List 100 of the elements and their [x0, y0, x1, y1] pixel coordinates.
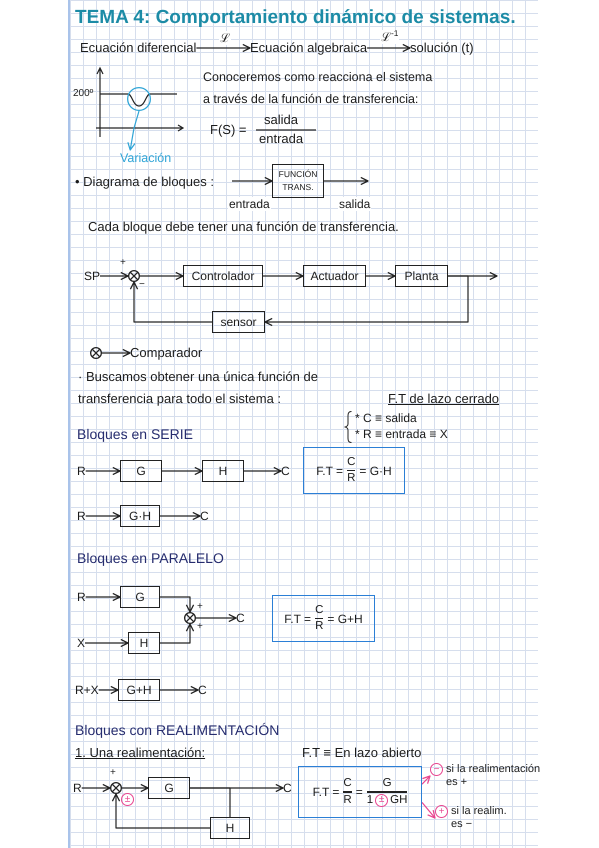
formula-text: F.T =: [312, 785, 340, 799]
formula-text: = G+H: [327, 612, 363, 626]
sign-label: −: [139, 279, 145, 290]
sign-label: +: [120, 257, 126, 268]
transfer-block: G: [148, 777, 190, 799]
formula-text: R: [343, 794, 352, 807]
arrow: [140, 272, 184, 280]
formula-text: =: [356, 785, 363, 799]
section-heading: Bloques en PARALELO: [77, 550, 224, 566]
signal-label: C: [198, 682, 207, 698]
arrow: [86, 592, 121, 602]
arrow: [130, 281, 212, 323]
arrow: [196, 44, 251, 52]
signal-label: C: [283, 780, 292, 796]
note-text: si la realim. es −: [451, 805, 508, 831]
bullet-text: • Diagrama de bloques :: [75, 174, 214, 190]
section-heading: Bloques con REALIMENTACIÓN: [75, 722, 280, 738]
transfer-block: H: [128, 632, 160, 654]
paragraph: Conoceremos como reacciona el sistema a través de la función de transferencia:: [203, 69, 434, 108]
signal-label: R: [73, 780, 82, 796]
equation-text: Ecuación diferencial: [80, 40, 196, 56]
edge-label: ℒ$^{-1}$: [380, 30, 400, 44]
arrow: [324, 176, 369, 186]
formula-text: 1: [366, 794, 374, 807]
transfer-block: H: [210, 817, 250, 839]
section-heading: Bloques en SERIE: [77, 426, 193, 442]
signal-label: R: [77, 463, 86, 479]
arrow: [85, 638, 129, 648]
circled-sign: +: [435, 805, 448, 818]
signal-label: R+X: [75, 682, 99, 698]
comparator-icon: [128, 270, 140, 282]
formula-box: [272, 595, 375, 642]
arrow: [160, 512, 201, 520]
formula-text: C: [343, 777, 352, 790]
transfer-function-block: FUNCIÓN TRANS.: [272, 164, 324, 198]
underlined-text: F.T de lazo cerrado: [388, 390, 500, 408]
edge-label: entrada: [228, 197, 271, 211]
formula-text: salida: [264, 112, 298, 128]
highlight-ring-icon: [127, 87, 151, 111]
formula-text: R: [315, 620, 324, 634]
equation-text: solución (t): [410, 40, 474, 56]
sign-label: +: [110, 767, 116, 778]
arrow: [102, 348, 131, 358]
signal-label: SP: [84, 268, 100, 284]
arrow: [367, 44, 411, 52]
arrow: [160, 596, 194, 613]
circled-sign: ±: [375, 794, 388, 807]
plant-block: Planta: [395, 265, 448, 287]
formula-box: [303, 447, 405, 494]
formula-text: entrada: [259, 131, 304, 147]
summing-junction-icon: [184, 612, 196, 624]
formula-text: C: [315, 604, 324, 617]
definition-text: * C ≡ salida: [355, 411, 417, 426]
axis-tick-label: 200º: [73, 87, 94, 101]
note-text: si la realimentación es +: [446, 763, 542, 789]
formula-text: R: [347, 472, 356, 486]
arrow: [422, 802, 436, 819]
arrow: [127, 110, 140, 151]
circled-sign: −: [430, 763, 443, 776]
signal-label: X: [77, 635, 86, 651]
formula-text: GH: [390, 794, 408, 807]
transfer-block: G·H: [120, 505, 160, 527]
arrow: [122, 784, 149, 792]
transfer-block: G+H: [118, 679, 160, 701]
signal-label: C: [200, 508, 209, 524]
note-text: F.T ≡ En lazo abierto: [302, 745, 422, 761]
subheading: 1. Una realimentación:: [75, 745, 206, 761]
formula-text: F.T =: [316, 464, 344, 478]
arrow: [422, 775, 431, 785]
arrow: [82, 784, 111, 792]
term-label: Comparador: [130, 345, 202, 361]
edge-label: salida: [338, 197, 372, 211]
comparator-icon: [90, 347, 102, 359]
arrow: [232, 176, 273, 186]
formula-box: [298, 766, 422, 818]
transfer-block: G: [120, 586, 160, 608]
arrow: [196, 614, 237, 622]
circled-sign: ±: [121, 793, 134, 806]
arrow: [366, 272, 396, 280]
arrow: [263, 272, 304, 280]
controller-block: Controlador: [183, 265, 263, 287]
arrow: [160, 686, 199, 694]
formula-text: F(S) =: [210, 122, 246, 138]
definition-text: * R ≡ entrada ≡ X: [355, 427, 448, 442]
arrow: [264, 275, 469, 326]
paragraph: Cada bloque debe tener una función de transferencia.: [88, 219, 399, 235]
formula-text: = G·H: [359, 464, 392, 478]
actuator-block: Actuador: [303, 265, 366, 287]
sign-label: +: [197, 601, 203, 612]
arrow: [160, 623, 194, 644]
formula-text: G: [382, 777, 392, 790]
sensor-block: sensor: [212, 311, 265, 333]
equation-text: Ecuación algebraica: [250, 40, 368, 56]
edge-label: ℒ: [219, 31, 231, 45]
connector-line: [190, 787, 231, 817]
arrow: [112, 793, 210, 829]
arrow: [244, 466, 282, 476]
arrow: [86, 466, 121, 476]
paragraph: · Buscamos obtener una única función de transferencia para todo el sistema :: [78, 368, 319, 408]
sign-label: +: [197, 621, 203, 632]
